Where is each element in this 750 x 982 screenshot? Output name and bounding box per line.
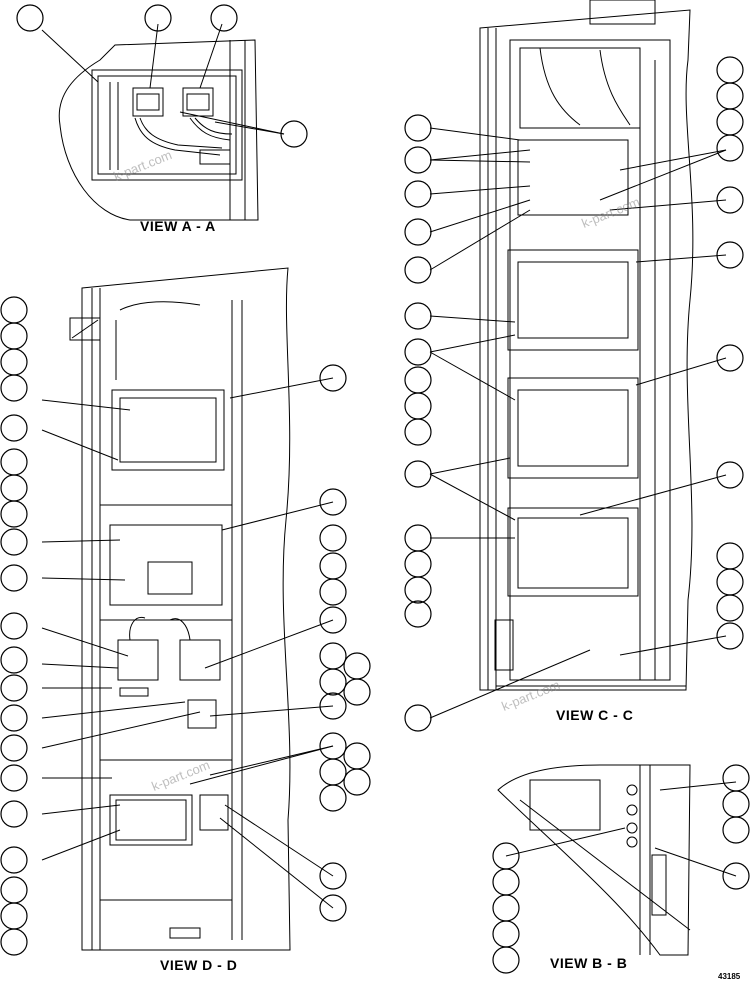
view-d-label: VIEW D - D bbox=[160, 957, 238, 973]
view-d-drawing bbox=[69, 267, 291, 951]
view-c-label: VIEW C - C bbox=[556, 707, 634, 723]
callout-leaders bbox=[41, 23, 737, 909]
view-b-label: VIEW B - B bbox=[550, 955, 628, 971]
view-a-label: VIEW A - A bbox=[140, 218, 216, 234]
callout-circles bbox=[0, 4, 750, 974]
view-b-drawing bbox=[497, 764, 691, 956]
view-a-drawing bbox=[58, 39, 259, 221]
view-c-drawing bbox=[479, 0, 694, 691]
part-number: 43185 bbox=[718, 972, 741, 981]
